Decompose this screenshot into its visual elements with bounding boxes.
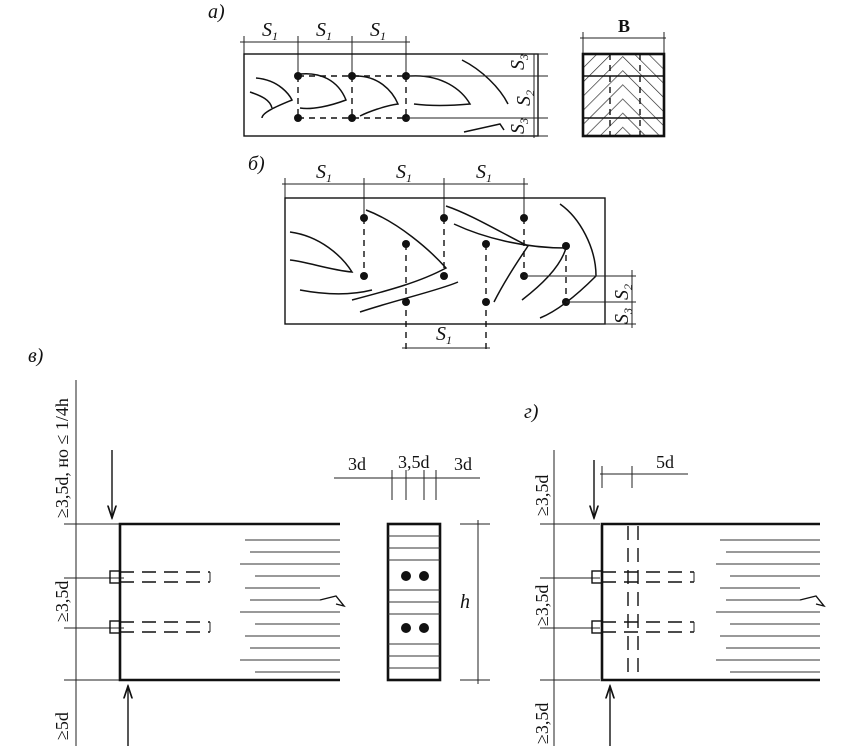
- figure-a-label: а): [208, 1, 225, 23]
- s3-label-a-top: S3: [507, 54, 531, 70]
- s1-label-a3: S1: [370, 19, 386, 43]
- dowel-dot: [402, 298, 410, 306]
- figure-b-label: б): [248, 153, 265, 175]
- s2-label-b: S2: [611, 284, 635, 300]
- section-width-label: B: [618, 16, 630, 36]
- svg-text:S3: S3: [507, 118, 531, 134]
- svg-text:S1: S1: [476, 161, 492, 185]
- svg-text:S1: S1: [370, 19, 386, 43]
- dim-3d-right: 3d: [454, 454, 472, 474]
- s3-label-a-bottom: S3: [507, 118, 531, 134]
- svg-text:S1: S1: [262, 19, 278, 43]
- board-b: [284, 197, 606, 325]
- dowel-dot: [482, 298, 490, 306]
- figure-v: в) ≥3,5d, но ≤ 1/4h ≥3,5d ≥5d: [28, 345, 490, 746]
- board-g: [600, 522, 820, 682]
- board-a: [243, 53, 539, 137]
- s1-label-b2: S1: [396, 161, 412, 185]
- figure-g: г) ≥3,5d ≥3,5d ≥3,5d 5d: [524, 401, 826, 746]
- svg-text:S3: S3: [611, 308, 635, 324]
- dowel-dot: [360, 214, 368, 222]
- dowel-dot: [348, 114, 356, 122]
- section-a: [581, 52, 666, 138]
- board-v: [118, 522, 340, 682]
- cross-section-v: [386, 522, 442, 682]
- dowel-dot: [348, 72, 356, 80]
- s1-label-b3: S1: [476, 161, 492, 185]
- wood-grain-g: [716, 539, 826, 673]
- svg-text:S2: S2: [611, 284, 635, 300]
- wood-grain-v: [240, 539, 346, 673]
- dowel-dot: [360, 272, 368, 280]
- svg-text:S2: S2: [513, 90, 537, 106]
- svg-text:S1: S1: [436, 323, 452, 347]
- figure-v-label: в): [28, 345, 44, 367]
- dim-mid-g: ≥3,5d: [532, 585, 552, 626]
- dim-3-5d: 3,5d: [398, 452, 430, 472]
- dim-top-v: ≥3,5d, но ≤ 1/4h: [52, 398, 72, 518]
- dowel-dot: [294, 72, 302, 80]
- s3-label-b: S3: [611, 308, 635, 324]
- svg-text:S1: S1: [316, 161, 332, 185]
- figure-a: а) S1 S1 S1: [208, 1, 666, 138]
- s1-label-a2: S1: [316, 19, 332, 43]
- s1-label-a1: S1: [262, 19, 278, 43]
- dowel-dot: [520, 214, 528, 222]
- dowel-dot: [440, 214, 448, 222]
- svg-text:S1: S1: [396, 161, 412, 185]
- s1-label-b-bottom: S1: [436, 323, 452, 347]
- height-label: h: [460, 591, 470, 613]
- dowel-dot: [440, 272, 448, 280]
- dim-5d: 5d: [656, 452, 674, 472]
- s2-label-a: S2: [513, 90, 537, 106]
- dowel-dot: [402, 240, 410, 248]
- dim-3d-left: 3d: [348, 454, 366, 474]
- dim-top-g: ≥3,5d: [532, 475, 552, 516]
- dim-mid-v: ≥3,5d: [52, 581, 72, 622]
- figure-g-label: г): [524, 401, 539, 423]
- dim-bottom-v: ≥5d: [52, 712, 72, 740]
- svg-text:S3: S3: [507, 54, 531, 70]
- dowel-dot: [482, 240, 490, 248]
- figure-b: б) S1 S1 S1: [248, 153, 636, 350]
- s1-label-b1: S1: [316, 161, 332, 185]
- dowel-dot: [294, 114, 302, 122]
- svg-text:S1: S1: [316, 19, 332, 43]
- dowel-dot: [562, 242, 570, 250]
- dim-bottom-g: ≥3,5d: [532, 703, 552, 744]
